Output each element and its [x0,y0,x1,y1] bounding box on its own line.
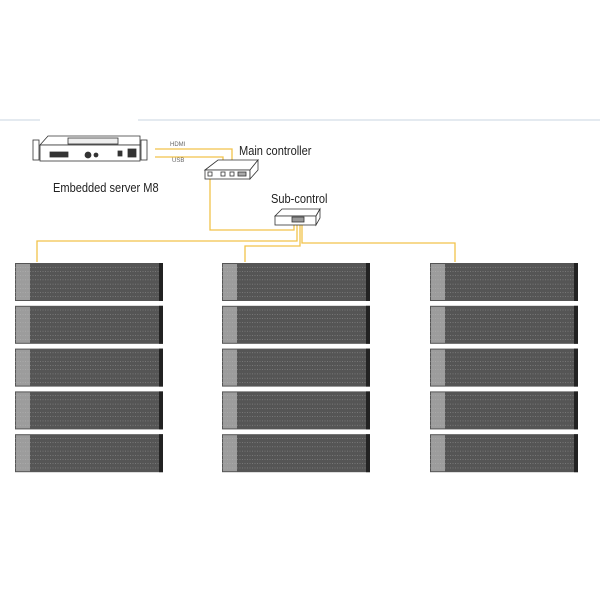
led-panel [222,348,370,387]
led-panel [222,434,370,473]
led-panel [15,263,163,301]
main-controller-label: Main controller [239,143,312,158]
led-panel [222,391,370,430]
led-panel [430,391,578,430]
main-to-sub-cable [209,175,295,231]
led-panel [15,305,163,344]
usb-label: USB [172,158,185,164]
cables [36,148,456,262]
sub-to-mid-cable [244,222,301,262]
led-panel [430,434,578,473]
led-panel [15,348,163,387]
main-controller-icon [203,158,259,181]
led-panel-grid [15,263,578,473]
led-panel [430,263,578,301]
led-panel [15,434,163,473]
led-panel [15,391,163,430]
led-panel [430,348,578,387]
server-label: Embedded server M8 [53,180,159,195]
sub-control-icon [274,207,321,227]
sub-to-left-cable [36,222,298,262]
led-panel [222,305,370,344]
sub-to-right-cable [301,222,456,262]
led-panel [430,305,578,344]
led-panel [222,263,370,301]
hdmi-label: HDMI [170,142,186,148]
embedded-server-icon [32,135,148,162]
sub-control-label: Sub-control [271,191,328,206]
